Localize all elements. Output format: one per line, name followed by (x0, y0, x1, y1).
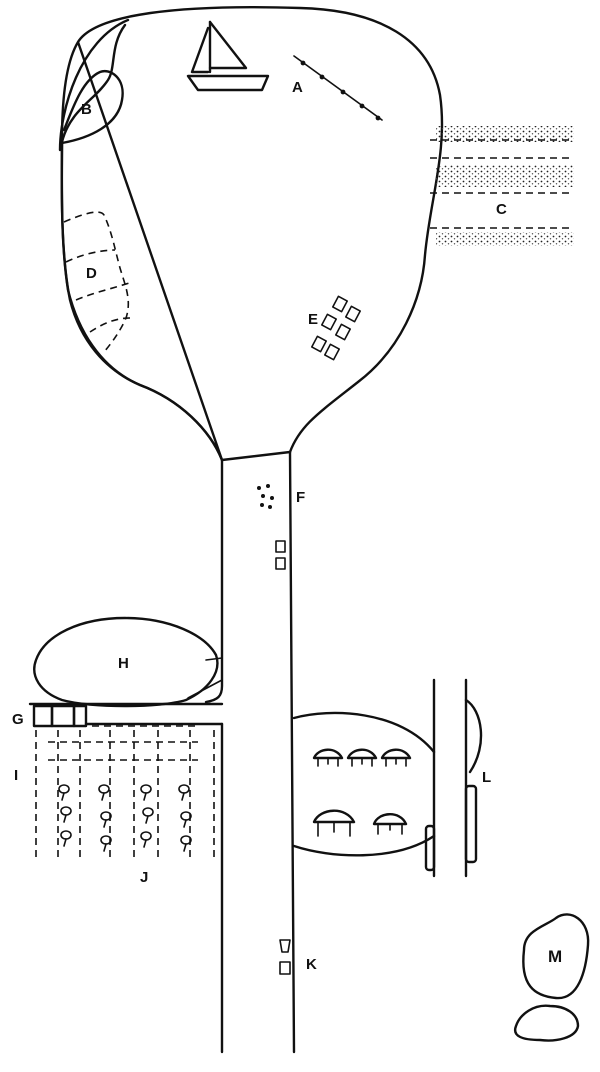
lake-outline-left (60, 138, 224, 462)
label-b: B (81, 101, 92, 118)
label-m: M (548, 947, 562, 966)
label-f: F (296, 489, 305, 506)
village-area (292, 711, 436, 857)
river-c (430, 126, 574, 246)
feature-e-boxes (310, 295, 362, 361)
feature-ij-field (35, 725, 215, 860)
feature-d-plots (63, 211, 133, 353)
label-j: J (140, 869, 148, 886)
feature-m-blobs (513, 913, 590, 1042)
inlet-b-shape (60, 69, 124, 145)
marker-icon (275, 540, 286, 570)
feature-g-boxes (28, 702, 224, 728)
label-h: H (118, 655, 129, 672)
label-i: I (14, 767, 18, 784)
label-a: A (292, 79, 303, 96)
label-d: D (86, 265, 97, 282)
road-top-edge (220, 450, 292, 462)
marker-icon (279, 939, 291, 975)
feature-f-dots (257, 484, 274, 509)
road-right-edge (288, 450, 296, 1054)
inlet-b-outer (58, 18, 130, 152)
feature-h-oval (33, 616, 223, 708)
sailboat-icon (186, 20, 270, 92)
house-icon (312, 748, 412, 837)
label-g: G (12, 711, 24, 728)
feature-l-road (424, 678, 483, 878)
label-k: K (306, 956, 317, 973)
label-c: C (496, 201, 507, 218)
road-left-edge (204, 458, 224, 704)
label-l: L (482, 769, 491, 786)
tree-icon (58, 784, 192, 852)
label-e: E (308, 311, 318, 328)
feature-a-line (293, 55, 383, 121)
inlet-b-inner (60, 23, 127, 144)
